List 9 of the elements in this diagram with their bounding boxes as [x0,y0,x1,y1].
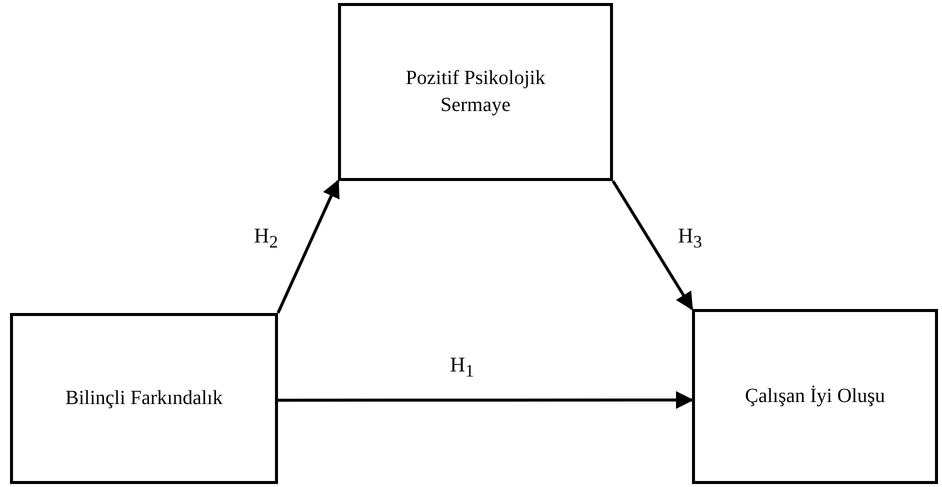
concept-box [10,313,278,484]
arrow [276,179,340,314]
concept-box [338,3,613,181]
arrow [612,180,694,311]
concept-label: Çalışan İyi Oluşu [745,384,885,409]
arrow [278,391,694,409]
concept-label: Pozitif Psikolojik Sermaye [404,66,546,118]
concept-box [692,309,938,484]
concept-label: Bilinçli Farkındalık [65,386,223,411]
